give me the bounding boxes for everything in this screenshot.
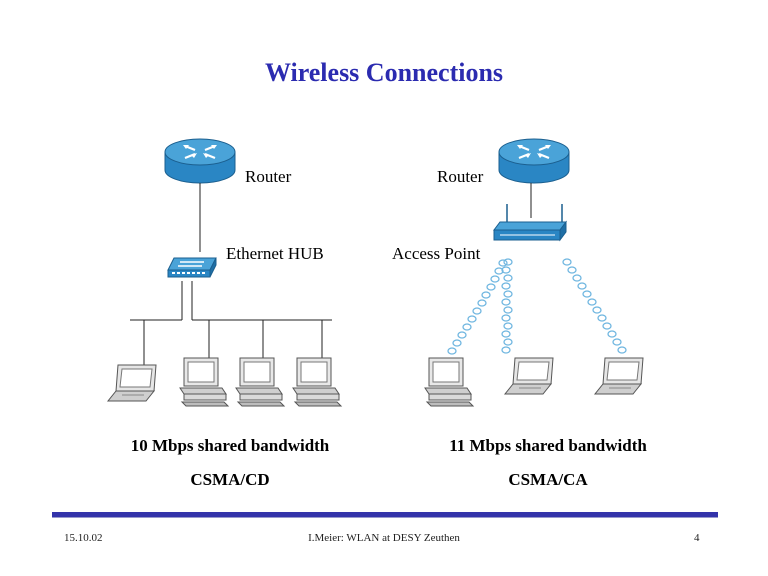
right-bandwidth-caption: 11 Mbps shared bandwidth xyxy=(449,436,647,455)
wireless-link-right xyxy=(562,258,627,354)
ethernet-hub-icon xyxy=(167,257,217,278)
left-pc-3-icon xyxy=(292,357,342,407)
access-point-icon xyxy=(493,204,567,242)
left-pc-2-icon xyxy=(235,357,285,407)
left-pc-1-icon xyxy=(179,357,229,407)
footer-page-number: 4 xyxy=(694,532,700,544)
left-bandwidth-caption: 10 Mbps shared bandwidth xyxy=(130,436,330,455)
footer-author: I.Meier: WLAN at DESY Zeuthen xyxy=(308,532,460,544)
footer-divider xyxy=(52,512,718,518)
right-pc-icon xyxy=(424,357,474,407)
slide-title: Wireless Connections xyxy=(264,58,504,87)
wireless-link-center xyxy=(501,258,513,354)
access-point-label: Access Point xyxy=(392,244,481,263)
ethernet-hub-label: Ethernet HUB xyxy=(226,244,324,263)
right-protocol-caption: CSMA/CA xyxy=(508,470,588,489)
left-protocol-caption: CSMA/CD xyxy=(190,470,270,489)
hub-wiring xyxy=(130,281,332,366)
right-laptop-1-icon xyxy=(504,357,554,395)
right-router-icon xyxy=(497,137,571,185)
wireless-link-left xyxy=(447,259,508,355)
right-laptop-2-icon xyxy=(594,357,644,395)
left-laptop-icon xyxy=(107,364,157,402)
left-router-icon xyxy=(163,137,237,185)
footer-date: 15.10.02 xyxy=(64,532,103,544)
right-router-label: Router xyxy=(437,167,484,186)
left-router-label: Router xyxy=(245,167,292,186)
